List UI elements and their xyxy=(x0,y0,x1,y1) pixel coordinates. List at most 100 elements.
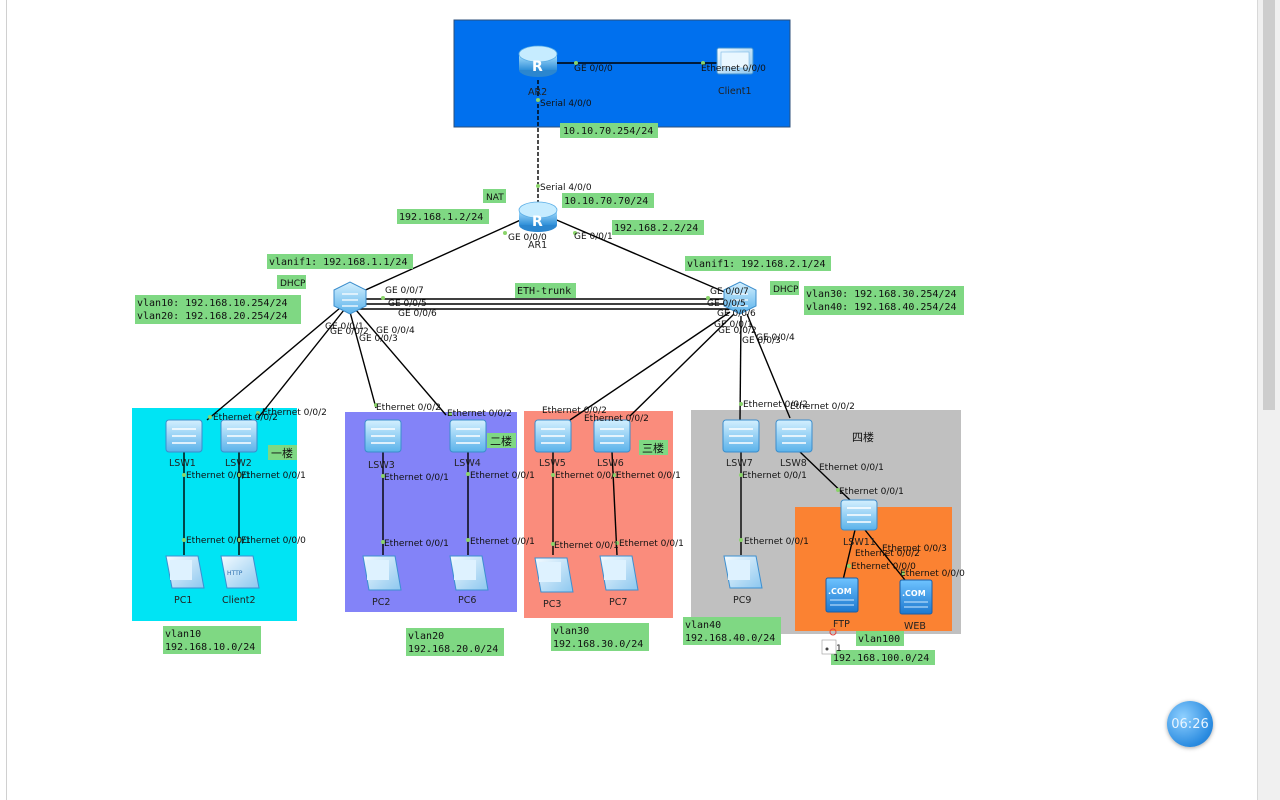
port-label: GE 0/0/5 xyxy=(707,299,746,309)
vertical-scrollbar[interactable] xyxy=(1257,0,1280,800)
pc-pc7[interactable] xyxy=(599,555,639,591)
link-ar1-core1 xyxy=(349,217,526,298)
note-vlan20: vlan20 xyxy=(408,631,444,642)
switch-lsw6[interactable] xyxy=(593,419,631,453)
switch-lsw1[interactable] xyxy=(165,419,203,453)
label-pc2: PC2 xyxy=(372,597,390,608)
server-web[interactable]: .COM xyxy=(899,579,933,615)
port-label: Ethernet 0/0/2 xyxy=(790,402,855,412)
router-ar2[interactable]: R xyxy=(518,45,558,77)
note-net10: 192.168.10.0/24 xyxy=(165,642,255,653)
port-label: Ethernet 0/0/2 xyxy=(743,400,808,410)
port-label: Ethernet 0/0/1 xyxy=(839,487,904,497)
switch-lsw4[interactable] xyxy=(449,419,487,453)
note-net40: 192.168.40.0/24 xyxy=(685,633,775,644)
label-lsw11: LSW11 xyxy=(843,537,876,548)
link-core1-lsw1 xyxy=(206,307,341,421)
note-right-link: 192.168.2.2/24 xyxy=(614,223,698,234)
switch-lsw5[interactable] xyxy=(534,419,572,453)
note-dhcp-right: DHCP xyxy=(773,285,799,295)
port-label: GE 0/0/0 xyxy=(508,233,547,243)
link-core1-lsw2 xyxy=(257,309,345,419)
port-label: Ethernet 0/0/0 xyxy=(701,64,766,74)
switch-lsw3[interactable] xyxy=(364,419,402,453)
port-label: Ethernet 0/0/2 xyxy=(262,408,327,418)
note-gw-vlan10: vlan10: 192.168.10.254/24 xyxy=(137,298,288,309)
router-icon: R xyxy=(532,59,543,75)
note-wan-ar1: 10.10.70.70/24 xyxy=(564,196,648,207)
port-label: Serial 4/0/0 xyxy=(540,183,592,193)
port-label: Ethernet 0/0/1 xyxy=(744,537,809,547)
port-label: Ethernet 0/0/0 xyxy=(900,569,965,579)
timer-text: 06:26 xyxy=(1171,716,1209,732)
port-label: Ethernet 0/0/1 xyxy=(819,463,884,473)
server-ftp[interactable]: .COM xyxy=(825,577,859,613)
label-ftp: FTP xyxy=(833,619,850,630)
link-core2-lsw5 xyxy=(569,311,731,421)
switch-lsw8[interactable] xyxy=(775,419,813,453)
pc-pc1[interactable] xyxy=(165,555,205,589)
port-label: GE 0/0/1 xyxy=(574,232,613,242)
note-vlanif-right: vlanif1: 192.168.2.1/24 xyxy=(687,259,825,270)
note-wan-ar2: 10.10.70.254/24 xyxy=(563,126,653,137)
label-lsw4: LSW4 xyxy=(454,458,481,469)
label-lsw3: LSW3 xyxy=(368,460,395,471)
pc-pc9[interactable] xyxy=(723,555,763,589)
label-pc6: PC6 xyxy=(458,595,476,606)
note-vlan30: vlan30 xyxy=(553,626,589,637)
port-label: Ethernet 0/0/1 xyxy=(554,541,619,551)
label-client2: Client2 xyxy=(222,595,256,606)
label-floor1: 一楼 xyxy=(271,446,293,460)
link-core2-lsw8 xyxy=(746,313,791,419)
label-client1: Client1 xyxy=(718,86,752,97)
text-cursor-marker: 1 xyxy=(821,628,842,655)
note-vlanif-left: vlanif1: 192.168.1.1/24 xyxy=(269,257,407,268)
port-dots xyxy=(182,61,905,575)
switch-lsw2[interactable] xyxy=(220,419,258,453)
pc-client2[interactable]: HTTP xyxy=(220,555,260,589)
svg-text:.COM: .COM xyxy=(902,589,926,598)
label-lsw1: LSW1 xyxy=(169,458,196,469)
label-lsw2: LSW2 xyxy=(225,458,252,469)
pc-pc6[interactable] xyxy=(449,555,489,591)
core-switch-left[interactable] xyxy=(333,281,367,315)
link-lsw11-web xyxy=(864,529,906,581)
port-label: Ethernet 0/0/1 xyxy=(619,539,684,549)
note-vlan100: vlan100 xyxy=(858,634,900,645)
switch-lsw7[interactable] xyxy=(722,419,760,453)
note-eth-trunk: ETH-trunk xyxy=(517,286,571,297)
label-lsw6: LSW6 xyxy=(597,458,624,469)
note-dhcp-left: DHCP xyxy=(280,279,306,289)
scrollbar-thumb[interactable] xyxy=(1263,0,1275,410)
label-lsw8: LSW8 xyxy=(780,458,807,469)
client1-device[interactable] xyxy=(716,47,754,75)
port-label: GE 0/0/2 xyxy=(718,326,757,336)
floor1-area[interactable] xyxy=(132,408,297,621)
port-label: GE 0/0/7 xyxy=(710,287,749,297)
link-lsw11-ftp xyxy=(842,529,856,581)
port-label: Ethernet 0/0/0 xyxy=(241,536,306,546)
pc-pc3[interactable] xyxy=(534,557,574,593)
pc-pc2[interactable] xyxy=(362,555,402,591)
label-floor4: 四楼 xyxy=(852,430,874,444)
port-label: Ethernet 0/0/1 xyxy=(241,471,306,481)
switch-lsw11[interactable] xyxy=(840,499,878,531)
timer-badge[interactable]: 06:26 xyxy=(1167,701,1213,747)
label-ar2: AR2 xyxy=(528,87,547,98)
router-ar1[interactable]: R xyxy=(518,201,558,232)
label-lsw5: LSW5 xyxy=(539,458,566,469)
label-floor2: 二楼 xyxy=(490,434,512,448)
port-label: Ethernet 0/0/3 xyxy=(882,544,947,554)
note-vlan10: vlan10 xyxy=(165,629,201,640)
canvas-left-edge xyxy=(0,0,7,800)
port-label: Ethernet 0/0/1 xyxy=(186,536,251,546)
port-label: Ethernet 0/0/1 xyxy=(384,473,449,483)
link-ar1-core2 xyxy=(551,217,737,298)
core-switch-right[interactable] xyxy=(723,281,757,315)
port-label: GE 0/0/4 xyxy=(376,326,415,336)
port-label: Ethernet 0/0/1 xyxy=(470,537,535,547)
svg-text:.COM: .COM xyxy=(828,587,852,596)
svg-text:HTTP: HTTP xyxy=(227,570,243,577)
port-label: GE 0/0/6 xyxy=(398,309,437,319)
